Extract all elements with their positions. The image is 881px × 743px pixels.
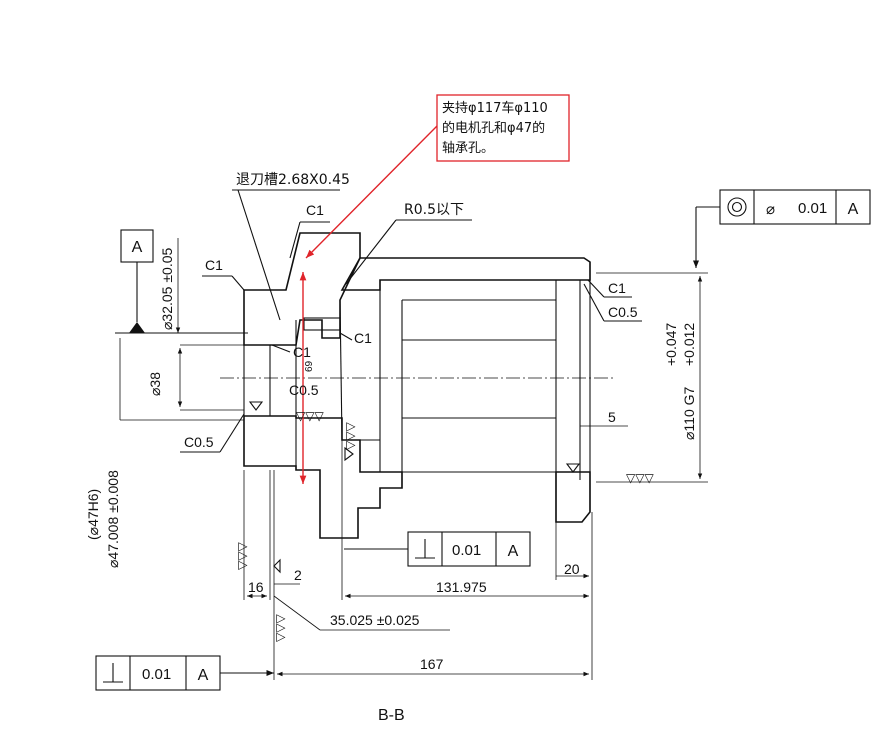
svg-text:⌀: ⌀ [766,201,775,218]
part-section [243,232,591,539]
svg-text:▽▽▽: ▽▽▽ [626,471,654,485]
svg-text:C0.5: C0.5 [608,304,638,320]
svg-text:(⌀47H6): (⌀47H6) [85,489,101,540]
machining-callout: 夹持φ117车φ110 的电机孔和φ47的 轴承孔。 [299,94,570,484]
dimension-lines: 16 2 131.975 20 35.025 ±0.025 167 5 [243,409,628,680]
svg-text:A: A [132,239,143,256]
svg-text:C0.5: C0.5 [184,434,214,450]
dim-d47: (⌀47H6) ⌀47.008 ±0.008 [85,338,244,568]
fcf-perpendicularity-mid: 0.01 A [344,531,531,567]
svg-text:C1: C1 [354,330,372,346]
svg-text:⌀47.008 ±0.008: ⌀47.008 ±0.008 [105,470,121,568]
svg-text:的电机孔和φ47的: 的电机孔和φ47的 [442,120,545,136]
svg-text:R0.5以下: R0.5以下 [404,202,464,218]
svg-text:C1: C1 [293,344,311,360]
radius-note: R0.5以下 [345,202,472,285]
fcf-perpendicularity-bottom: 0.01 A [95,655,274,691]
svg-text:⌀110 G7: ⌀110 G7 [681,386,697,440]
perpendicularity-icon [103,663,123,683]
surface-finish-symbols: ▽▽▽ ▽▽▽ ▽▽▽ ▽▽▽ ▽▽▽ [235,401,654,642]
svg-text:C1: C1 [608,280,626,296]
svg-text:A: A [508,543,519,560]
svg-text:0.01: 0.01 [798,200,827,217]
svg-text:▽▽▽: ▽▽▽ [235,542,249,570]
svg-text:131.975: 131.975 [436,579,487,595]
svg-text:0.01: 0.01 [142,666,171,683]
dim-d110: ⌀110 G7 +0.047 +0.012 [596,272,708,483]
datum-a: A [115,229,248,334]
undercut-note: 退刀槽2.68X0.45 [232,172,350,321]
svg-text:+0.012: +0.012 [681,323,697,366]
concentricity-icon [727,197,747,217]
svg-text:轴承孔。: 轴承孔。 [442,141,494,156]
barrel-wall-upper [340,257,591,291]
svg-text:⌀32.05 ±0.05: ⌀32.05 ±0.05 [159,248,175,330]
dim-d38: ⌀38 [147,344,244,411]
dim-69: 69 [304,360,315,372]
barrel-wall-lower [555,471,591,523]
svg-text:16: 16 [248,579,264,595]
svg-text:A: A [198,667,209,684]
svg-text:夹持φ117车φ110: 夹持φ117车φ110 [442,100,548,116]
svg-text:0.01: 0.01 [452,542,481,559]
svg-text:C0.5: C0.5 [289,382,319,398]
svg-text:▽▽▽: ▽▽▽ [273,614,287,642]
svg-text:+0.047: +0.047 [663,323,679,366]
chamfer-labels: C1 C1 C1 C0.5 C1 C1 C0.5 C0.5 [180,202,642,453]
view-label: B-B [378,707,405,724]
perpendicularity-icon [415,539,435,559]
svg-text:C1: C1 [205,257,223,273]
svg-text:35.025 ±0.025: 35.025 ±0.025 [330,612,420,628]
svg-text:▽▽▽: ▽▽▽ [343,422,357,450]
svg-text:2: 2 [294,567,302,583]
svg-text:退刀槽2.68X0.45: 退刀槽2.68X0.45 [236,172,350,188]
svg-text:C1: C1 [306,202,324,218]
svg-text:▽▽▽: ▽▽▽ [296,409,324,423]
svg-text:5: 5 [608,409,616,425]
dim-d32: ⌀32.05 ±0.05 [159,238,181,333]
svg-text:⌀38: ⌀38 [147,372,163,396]
svg-text:A: A [848,201,859,218]
fcf-concentricity: ⌀ 0.01 A [692,189,871,268]
svg-text:20: 20 [564,561,580,577]
left-flange-lower [243,415,403,539]
svg-text:167: 167 [420,656,444,672]
